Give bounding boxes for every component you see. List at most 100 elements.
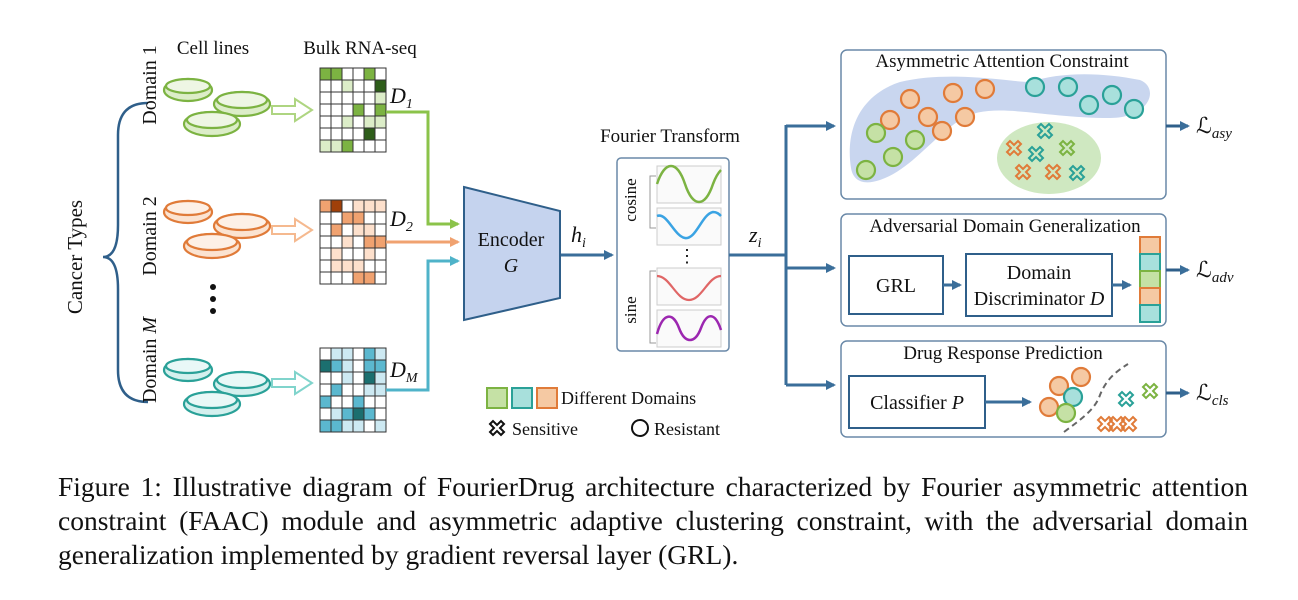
matrix-cell xyxy=(341,247,354,261)
sine-wave-red xyxy=(656,274,722,302)
domain-m-label: Domain M xyxy=(139,316,161,403)
matrix-cell xyxy=(374,347,387,361)
matrix-cell xyxy=(341,407,354,421)
matrix-cell xyxy=(352,359,365,373)
asym-title: Asymmetric Attention Constraint xyxy=(875,51,1129,72)
matrix-cell xyxy=(363,103,376,117)
matrix-cell xyxy=(341,359,354,373)
matrix-cell xyxy=(352,247,365,261)
resistant-cluster-region xyxy=(849,74,1150,183)
resistant-point xyxy=(879,109,901,131)
fourier-title: Fourier Transform xyxy=(600,126,740,147)
matrix-cell xyxy=(374,139,387,153)
matrix-cell xyxy=(363,259,376,273)
matrix-cell xyxy=(363,383,376,397)
matrix-cell xyxy=(330,67,343,81)
matrix-cell xyxy=(374,407,387,421)
z-i-label: zi xyxy=(748,222,762,251)
matrix-cell xyxy=(363,407,376,421)
matrix-cell xyxy=(352,383,365,397)
matrix-cell xyxy=(341,199,354,213)
petri-dishes-domain-2 xyxy=(162,199,272,260)
resistant-point xyxy=(917,106,939,128)
matrix-cell xyxy=(330,347,343,361)
domain-output-stack xyxy=(1139,236,1161,323)
matrix-cell xyxy=(319,211,332,225)
rna-matrix-domain-m xyxy=(319,347,387,433)
matrix-cell xyxy=(319,371,332,385)
matrix-cell xyxy=(363,211,376,225)
architecture-diagram: Cell lines Bulk RNA-seq Cancer Types Dom… xyxy=(63,38,1234,439)
matrix-cell xyxy=(319,223,332,237)
matrix-cell xyxy=(363,271,376,285)
rna-matrix-domain-2 xyxy=(319,199,387,285)
matrix-cell xyxy=(363,223,376,237)
matrix-cell xyxy=(374,211,387,225)
resistant-point xyxy=(1123,98,1145,120)
matrix-cell xyxy=(374,91,387,105)
matrix-cell xyxy=(341,139,354,153)
matrix-cell xyxy=(319,359,332,373)
matrix-cell xyxy=(374,235,387,249)
matrix-cell xyxy=(363,419,376,433)
asym-points xyxy=(855,76,1145,181)
drug-title: Drug Response Prediction xyxy=(903,343,1103,364)
matrix-cell xyxy=(363,395,376,409)
matrix-cell xyxy=(319,91,332,105)
sine-wave-purple xyxy=(655,315,723,342)
matrix-cell xyxy=(330,419,343,433)
matrix-cell xyxy=(363,235,376,249)
domain-ellipsis xyxy=(210,284,216,314)
matrix-cell xyxy=(352,79,365,93)
matrix-cell xyxy=(374,103,387,117)
matrix-cell xyxy=(352,407,365,421)
matrix-cell xyxy=(363,115,376,129)
matrix-cell xyxy=(352,271,365,285)
resistant-point xyxy=(1070,366,1092,388)
resistant-point xyxy=(1038,396,1060,418)
resistant-point xyxy=(942,82,964,104)
matrix-cell xyxy=(374,383,387,397)
loss-cls: ℒcls xyxy=(1196,381,1229,409)
cancer-types-label: Cancer Types xyxy=(63,200,87,314)
matrix-cell xyxy=(363,79,376,93)
matrix-cell xyxy=(374,359,387,373)
cosine-label: cosine xyxy=(621,178,640,221)
domain-m-arrow xyxy=(271,370,314,396)
drug-points xyxy=(1038,366,1158,432)
matrix-cell xyxy=(363,127,376,141)
matrix-cell xyxy=(330,127,343,141)
matrix-cell xyxy=(352,235,365,249)
resistant-point xyxy=(931,120,953,142)
matrix-cell xyxy=(341,419,354,433)
discriminator-label-2: Discriminator D xyxy=(974,288,1105,310)
matrix-cell xyxy=(330,211,343,225)
matrix-cell xyxy=(374,259,387,273)
matrix-cell xyxy=(319,347,332,361)
legend-resistant-icon xyxy=(631,419,649,437)
legend-resistant-label: Resistant xyxy=(654,419,720,439)
matrix-cell xyxy=(330,247,343,261)
matrix-cell xyxy=(363,347,376,361)
matrix-cell xyxy=(374,395,387,409)
grl-box xyxy=(848,255,944,315)
matrix-cell xyxy=(352,139,365,153)
h-i-label: hi xyxy=(571,222,586,251)
loss-adv: ℒadv xyxy=(1196,258,1234,286)
matrix-cell xyxy=(319,383,332,397)
matrix-cell xyxy=(330,371,343,385)
matrix-cell xyxy=(363,371,376,385)
resistant-point xyxy=(954,106,976,128)
matrix-cell xyxy=(319,259,332,273)
encoder-var: G xyxy=(504,255,519,277)
resistant-point xyxy=(882,146,904,168)
matrix-cell xyxy=(352,371,365,385)
matrix-cell xyxy=(341,371,354,385)
matrix-cell xyxy=(341,115,354,129)
matrix-cell xyxy=(330,407,343,421)
resistant-point xyxy=(899,88,921,110)
domain-m-flow xyxy=(386,256,460,392)
matrix-cell xyxy=(341,67,354,81)
matrix-cell xyxy=(352,419,365,433)
matrix-cell xyxy=(319,103,332,117)
